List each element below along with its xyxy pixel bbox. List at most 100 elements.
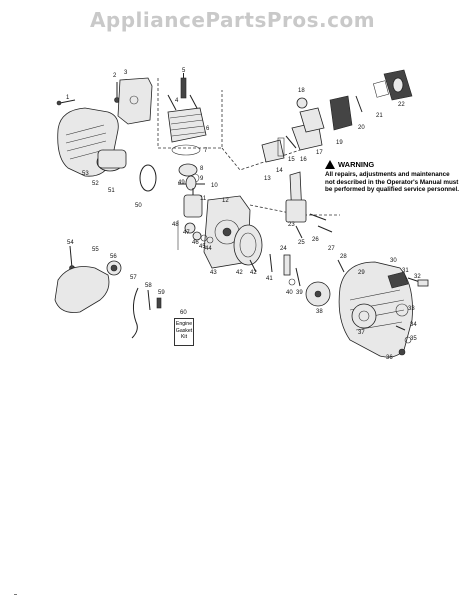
part-label-46: 46 <box>192 240 199 246</box>
part-label-17: 17 <box>316 150 323 156</box>
part-50-oring <box>139 164 157 192</box>
part-label-53: 53 <box>82 171 89 177</box>
part-label-15: 15 <box>288 157 295 163</box>
part-label-21: 21 <box>376 113 383 119</box>
part-37-pulley <box>351 303 377 329</box>
part-59-clip <box>156 297 162 309</box>
part-label-41: 41 <box>266 276 273 282</box>
part-label-34: 34 <box>410 322 417 328</box>
part-56-muffler <box>106 260 122 276</box>
part-label-40: 40 <box>286 290 293 296</box>
part-24-shaft <box>283 254 291 276</box>
part-label-2: 2 <box>113 73 117 79</box>
kit-label-line-3: Kit <box>180 334 188 340</box>
part-label-36: 36 <box>386 355 393 361</box>
part-label-29: 29 <box>358 270 365 276</box>
part-2-bolt <box>114 82 120 103</box>
part-22-air-box <box>383 69 413 101</box>
part-label-57: 57 <box>130 275 137 281</box>
part-label-42a: 42 <box>250 270 257 276</box>
part-45-washer <box>200 234 208 242</box>
part-label-33: 33 <box>408 306 415 312</box>
part-label-48: 48 <box>172 222 179 228</box>
part-18-cap <box>296 97 308 109</box>
part-4-screws <box>167 94 199 111</box>
part-label-6: 6 <box>206 126 210 132</box>
part-43-flywheel <box>233 224 263 266</box>
part-17-carb-body <box>299 107 325 133</box>
part-14-gasket <box>277 137 285 157</box>
part-label-26: 26 <box>312 237 319 243</box>
part-54-bolt <box>69 245 75 271</box>
part-label-35: 35 <box>410 336 417 342</box>
part-label-49: 49 <box>178 180 185 186</box>
warning-triangle-icon <box>325 160 335 169</box>
part-label-59: 59 <box>158 290 165 296</box>
part-label-19: 19 <box>336 140 343 146</box>
assembly-line-top <box>157 78 223 149</box>
part-35-washer <box>404 336 412 344</box>
part-label-5: 5 <box>182 68 186 74</box>
part-7-gasket <box>171 144 201 156</box>
part-44-seal <box>206 236 214 244</box>
watermark: AppliancePartsPros.com <box>89 8 376 32</box>
part-label-58: 58 <box>145 283 152 289</box>
part-label-18: 18 <box>298 88 305 94</box>
part-6-cylinder <box>167 107 207 143</box>
part-19-primer <box>329 95 353 131</box>
part-label-14: 14 <box>276 168 283 174</box>
part-label-55: 55 <box>92 247 99 253</box>
part-label-52: 52 <box>92 181 99 187</box>
warning-title: WARNING <box>325 160 460 169</box>
part-label-12: 12 <box>222 198 229 204</box>
part-36-pawl <box>398 348 406 356</box>
part-32-grip <box>417 279 429 287</box>
part-label-54: 54 <box>67 240 74 246</box>
part-46-bearing <box>192 231 202 241</box>
part-label-1: 1 <box>66 95 70 101</box>
part-label-44: 44 <box>205 246 212 252</box>
part-label-47: 47 <box>183 230 190 236</box>
part-label-13: 13 <box>264 176 271 182</box>
part-58-lead <box>147 289 151 311</box>
part-5-spark-plug <box>180 73 187 99</box>
part-label-24: 24 <box>280 246 287 252</box>
part-label-43: 43 <box>210 270 217 276</box>
part-47-seal <box>184 222 196 234</box>
assembly-line-right <box>221 147 301 171</box>
part-39-screw <box>295 267 301 287</box>
part-label-37: 37 <box>358 330 365 336</box>
part-label-28: 28 <box>340 254 347 260</box>
part-42a-screw <box>249 259 257 273</box>
part-label-7: 7 <box>204 148 208 154</box>
page-mark <box>14 594 17 595</box>
part-label-30: 30 <box>390 258 397 264</box>
part-40-washer <box>288 278 296 286</box>
part-20-screw <box>355 95 363 113</box>
part-label-9: 9 <box>200 176 204 182</box>
kit-label-line-1: Engine <box>175 321 193 327</box>
part-label-27: 27 <box>328 246 335 252</box>
part-15-screw <box>285 135 297 149</box>
part-label-56: 56 <box>110 254 117 260</box>
part-label-3: 3 <box>124 70 128 76</box>
part-label-11: 11 <box>200 196 207 202</box>
part-label-8: 8 <box>200 166 204 172</box>
part-label-45: 45 <box>199 244 206 250</box>
part-label-60: 60 <box>180 310 187 316</box>
part-27-screw <box>317 225 333 233</box>
part-8-piston <box>178 163 198 177</box>
part-38-pulley <box>305 281 331 307</box>
part-11-crankshaft <box>183 188 203 218</box>
part-28-screw <box>337 259 345 273</box>
part-label-38: 38 <box>316 309 323 315</box>
part-26-screw <box>309 213 327 221</box>
part-34-screw <box>395 325 406 331</box>
kit-label-line-2: Gasket <box>175 327 193 334</box>
part-label-50: 50 <box>135 203 142 209</box>
part-3-cylinder-cover <box>117 77 153 125</box>
part-13-adapter <box>261 139 285 163</box>
warning-title-text: WARNING <box>338 160 375 169</box>
